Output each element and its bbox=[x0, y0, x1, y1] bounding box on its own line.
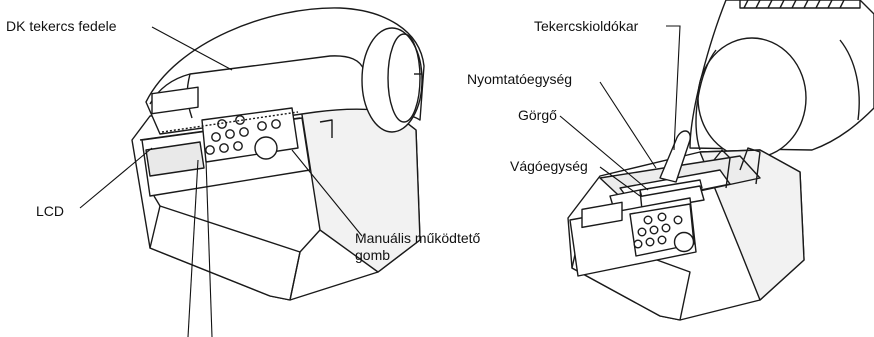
label-lcd: LCD bbox=[36, 203, 64, 220]
roll-cover-disc bbox=[362, 28, 422, 132]
printer-open-illustration bbox=[568, 0, 874, 320]
leader-roll-release-lever bbox=[666, 26, 680, 150]
leader-print-unit bbox=[600, 82, 656, 168]
open-main-button bbox=[675, 233, 694, 252]
label-cutter-unit: Vágóegység bbox=[510, 158, 588, 175]
label-manual-button: Manuális működtető gomb bbox=[355, 230, 495, 264]
main-button bbox=[255, 137, 277, 159]
open-lid-disc bbox=[698, 38, 806, 158]
label-roll-cover: DK tekercs fedele bbox=[6, 18, 117, 35]
label-roller: Görgő bbox=[518, 107, 557, 124]
label-roll-release-lever: Tekercskioldókar bbox=[534, 18, 638, 35]
label-print-unit: Nyomtatóegység bbox=[467, 71, 572, 88]
